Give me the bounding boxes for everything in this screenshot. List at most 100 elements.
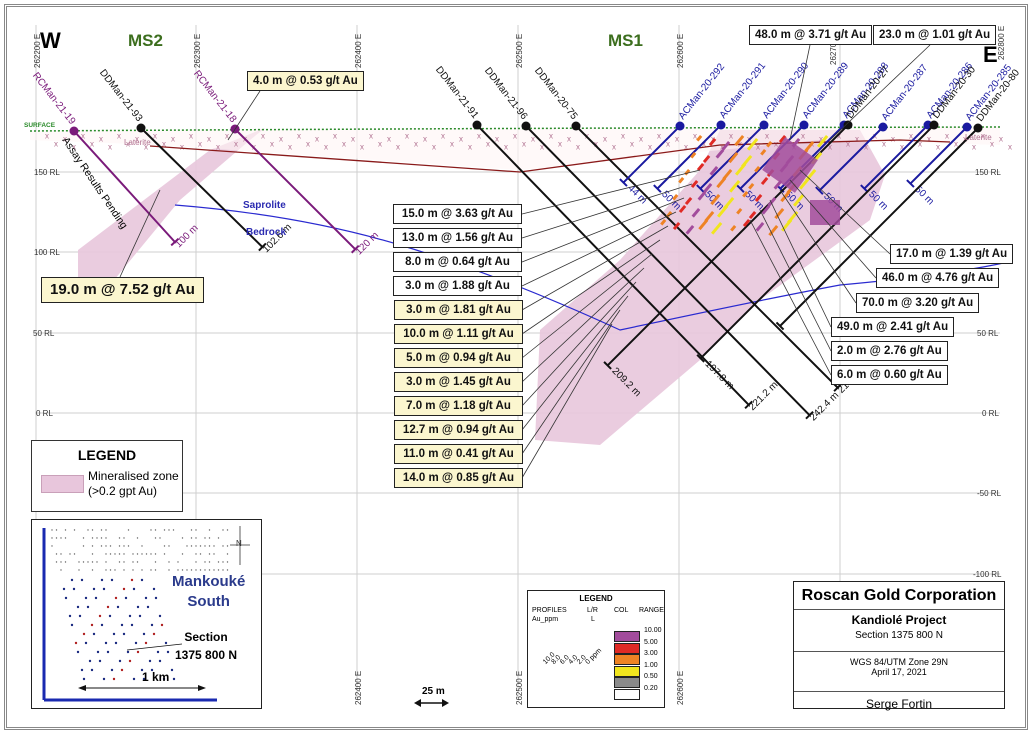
inset-dot [222, 561, 223, 562]
inset-dot [222, 529, 223, 530]
intercept-callout: 23.0 m @ 1.01 g/t Au [873, 25, 996, 45]
hatch-mark: x [972, 143, 976, 152]
inset-dot [204, 569, 205, 570]
inset-dot [164, 529, 165, 530]
inset-dot [141, 545, 142, 546]
inset-dot [51, 537, 52, 538]
rl-label: -50 RL [977, 489, 1002, 498]
grade-range-label: 0.20 [644, 685, 658, 692]
scale-bar: 25 m [414, 686, 449, 707]
drillhole-collar[interactable] [717, 121, 726, 130]
hatch-mark: x [450, 140, 454, 149]
drillhole-name: DDMan-21-91 [433, 65, 481, 122]
inset-dot [83, 561, 84, 562]
easting-label: 262800 E [997, 26, 1006, 60]
drillhole-name: RCMan-21-19 [30, 71, 78, 128]
hatch-mark: x [54, 140, 58, 149]
drillhole-collar[interactable] [473, 121, 482, 130]
hatch-mark: x [261, 132, 265, 141]
easting-label: 262600 E [676, 34, 685, 68]
inset-dot [159, 660, 161, 662]
intercept-callout: 8.0 m @ 0.64 g/t Au [393, 252, 522, 272]
inset-dot [135, 642, 137, 644]
drillhole-collar[interactable] [760, 121, 769, 130]
inset-dot [227, 561, 228, 562]
inset-dot [165, 642, 167, 644]
inset-dot [150, 529, 151, 530]
inset-dot [105, 553, 106, 554]
hatch-mark: x [558, 140, 562, 149]
drillhole-name: RCMan-21-18 [191, 69, 239, 126]
intercept-callout: 5.0 m @ 0.94 g/t Au [394, 348, 523, 368]
hatch-mark: x [90, 140, 94, 149]
rl-label: 50 RL [977, 329, 999, 338]
inset-dot [83, 678, 85, 680]
inset-dot [103, 678, 105, 680]
inset-dot [191, 569, 192, 570]
inset-dot [92, 569, 93, 570]
inset-dot [60, 569, 61, 570]
inset-dot [213, 553, 214, 554]
intercept-callout: 3.0 m @ 1.81 g/t Au [394, 300, 523, 320]
drillhole-collar[interactable] [844, 121, 853, 130]
grade-swatch [614, 666, 640, 677]
inset-dot [218, 537, 219, 538]
inset-dot [159, 615, 161, 617]
drillhole-collar[interactable] [70, 127, 79, 136]
inset-map: N Mankouké South Section 1375 800 N 1 km [31, 519, 262, 709]
drillhole-collar[interactable] [572, 122, 581, 131]
inset-dot [123, 537, 124, 538]
easting-label: 262500 E [515, 671, 524, 705]
grade-range-label: 3.00 [644, 650, 658, 657]
drillhole-collar[interactable] [676, 122, 685, 131]
inset-dot [105, 561, 106, 562]
legend-title: LEGEND [32, 447, 182, 463]
hatch-mark: x [675, 135, 679, 144]
hatch-mark: x [306, 140, 310, 149]
inset-dot [137, 606, 139, 608]
inset-dot [123, 633, 125, 635]
inset-dot [119, 660, 121, 662]
drillhole-collar[interactable] [522, 122, 531, 131]
drillhole-depth-label: 50 m [912, 184, 936, 208]
drillhole-collar[interactable] [930, 121, 939, 130]
rl-label: 150 RL [975, 168, 1001, 177]
datum: WGS 84/UTM Zone 29N [794, 657, 1004, 667]
inset-dot [204, 545, 205, 546]
ms2-label: MS2 [128, 31, 163, 50]
inset-dot [75, 642, 77, 644]
drillhole-depth-label: 44 m [625, 183, 649, 207]
intercept-callout: 48.0 m @ 3.71 g/t Au [749, 25, 872, 45]
drillhole-collar[interactable] [963, 123, 972, 132]
inset-dot [78, 569, 79, 570]
drillhole-collar[interactable] [879, 123, 888, 132]
easting-label: 262200 E [33, 34, 42, 68]
inset-dot [123, 569, 124, 570]
inset-dot [182, 553, 183, 554]
inset-dot [127, 651, 129, 653]
inset-dot [145, 597, 147, 599]
inset-dot [195, 537, 196, 538]
inset-dot [85, 597, 87, 599]
inset-dot [218, 569, 219, 570]
inset-dot [65, 537, 66, 538]
hatch-mark: x [522, 140, 526, 149]
inset-dot [195, 553, 196, 554]
drillhole-collar[interactable] [800, 121, 809, 130]
legend-item-sublabel: (>0.2 gpt Au) [88, 484, 179, 499]
grade-swatch [614, 654, 640, 665]
grade-legend-header: L/R [587, 607, 598, 614]
hatch-mark: x [927, 135, 931, 144]
inset-dot [132, 569, 133, 570]
inset-dot [128, 529, 129, 530]
inset-dot [101, 529, 102, 530]
inset-dot [164, 545, 165, 546]
inset-dot [101, 545, 102, 546]
drillhole-collar[interactable] [974, 124, 983, 133]
drillhole-collar[interactable] [137, 124, 146, 133]
intercept-callout-highlight: 19.0 m @ 7.52 g/t Au [41, 277, 204, 303]
inset-dot [168, 545, 169, 546]
hatch-mark: x [855, 135, 859, 144]
hatch-mark: x [351, 135, 355, 144]
intercept-callout: 11.0 m @ 0.41 g/t Au [394, 444, 523, 464]
